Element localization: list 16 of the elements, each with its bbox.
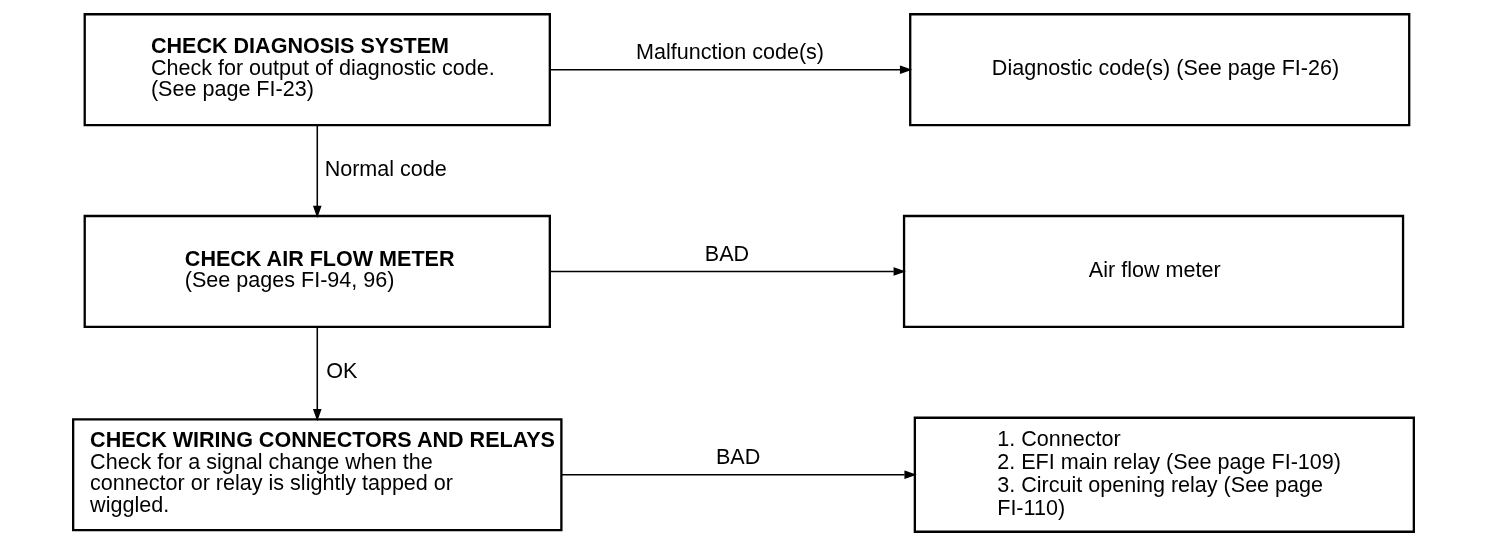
node-box: 1. Connector 2. EFI main relay (See page FI-109) 3. Circuit opening relay (See page FI-110) (913, 416, 1415, 533)
edge-label: Malfunction code(s) (636, 39, 825, 65)
edge-label: OK (326, 358, 358, 384)
arrow (549, 267, 906, 276)
edge-label: BAD (715, 444, 761, 470)
node-box: Air flow meter (902, 214, 1405, 329)
arrow (560, 470, 917, 480)
edge-label: Normal code (324, 156, 447, 182)
arrow (312, 124, 322, 219)
node-box: CHECK WIRING CONNECTORS AND RELAYS Check for a signal change when the connector or relay is slightly tapped or wiggled. (72, 418, 563, 532)
node-box: CHECK AIR FLOW METER (See pages FI-94, 96) (83, 214, 551, 329)
arrow (312, 326, 322, 422)
node-box: Diagnostic code(s) (See page FI-26) (909, 13, 1411, 127)
arrow (549, 65, 913, 75)
edge-label: BAD (704, 240, 750, 266)
node-box: CHECK DIAGNOSIS SYSTEM Check for output of diagnostic code. (See page FI-23) (83, 13, 551, 127)
